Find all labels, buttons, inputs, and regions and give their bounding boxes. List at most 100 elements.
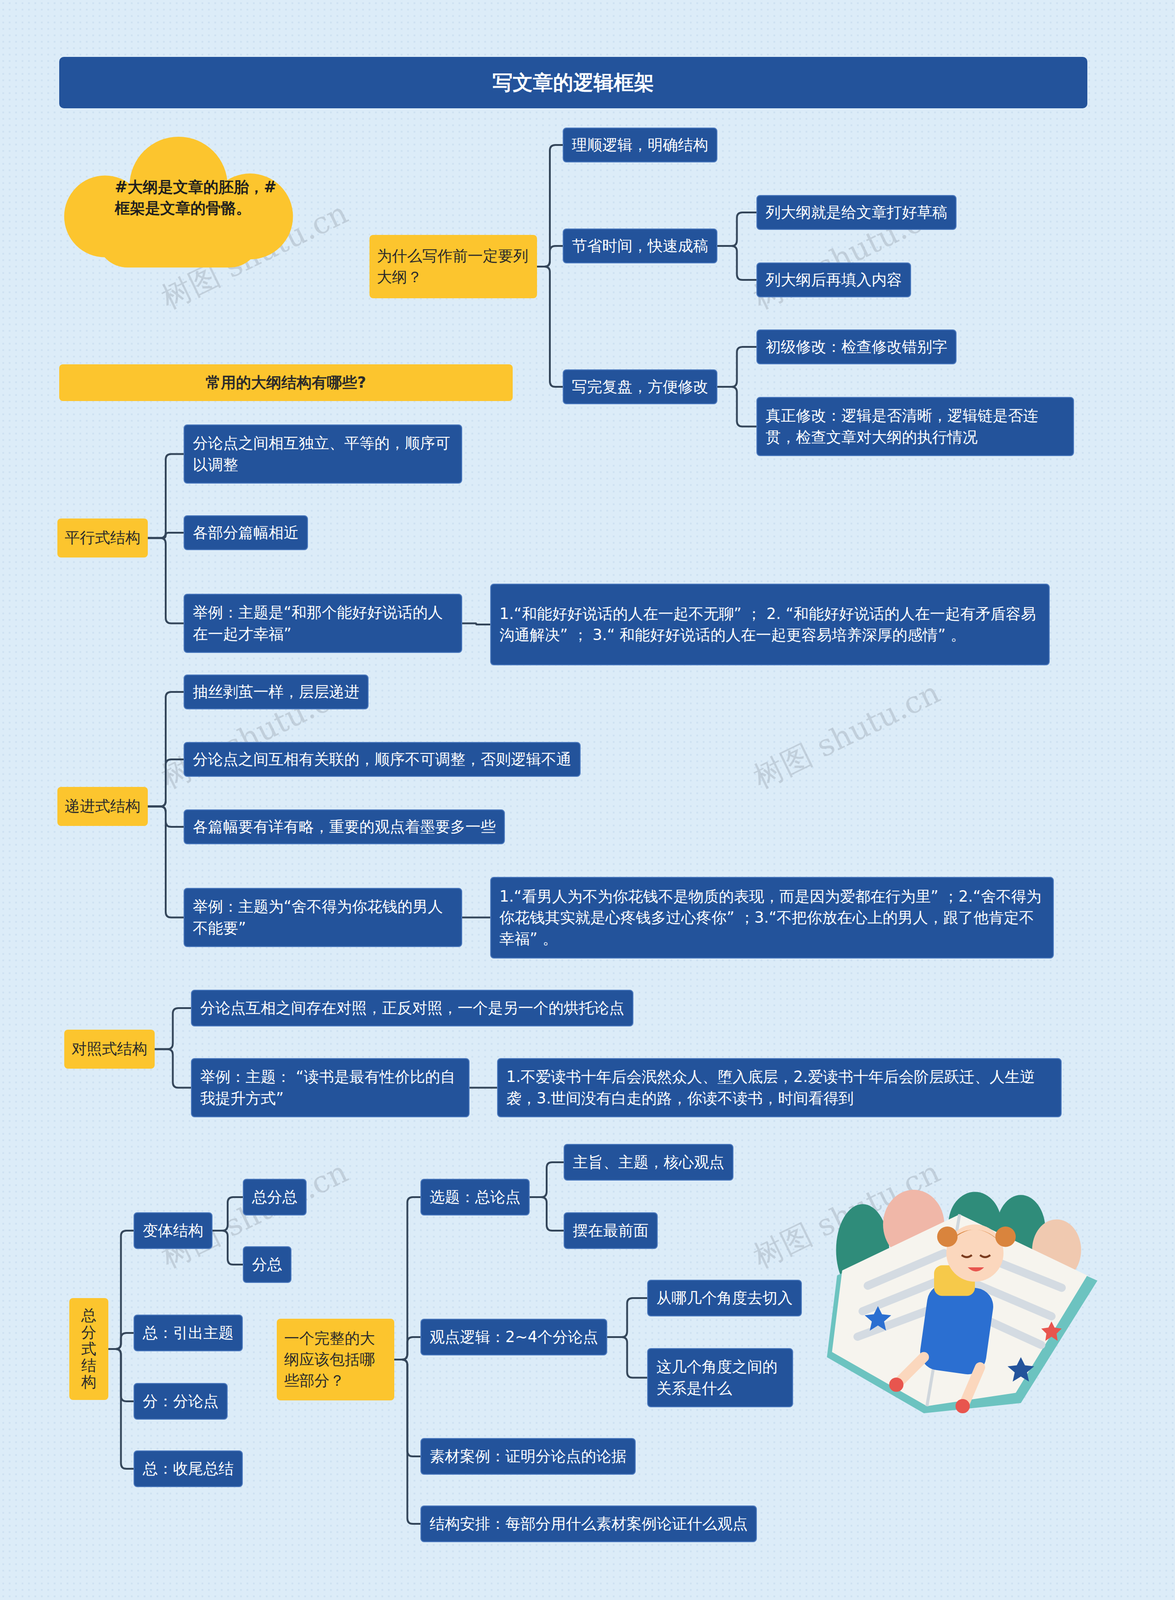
topic-box: 举例：主题为“舍不得为你花钱的男人不能要” (183, 888, 463, 948)
node-text: #大纲是文章的胚胎，#框架是文章的骨骼。 (114, 176, 278, 219)
node-text: 分论点互相之间存在对照，正反对照，一个是另一个的烘托论点 (200, 997, 625, 1019)
node-text: 选题：总论点 (429, 1186, 521, 1209)
node-text: 分论点之间互相有关联的，顺序不可调整，否则逻辑不通 (192, 749, 572, 771)
tree-connector (212, 1197, 243, 1231)
node-text: 分论点之间相互独立、平等的，顺序可以调整 (192, 432, 454, 476)
girl-on-book (827, 1190, 1098, 1414)
tree-connector (529, 1162, 564, 1198)
node-text: 平行式结构 (64, 527, 141, 549)
node-text: 变体结构 (142, 1220, 204, 1242)
node-text: 对照式结构 (71, 1038, 148, 1060)
question-box: 递进式结构 (57, 787, 148, 827)
topic-box: 总分总 (242, 1179, 307, 1216)
topic-box: 素材案例：证明分论点的论据 (420, 1438, 636, 1476)
node-text: 总：收尾总结 (142, 1458, 234, 1480)
node-text: 列大纲就是给文章打好草稿 (765, 201, 948, 224)
topic-box: 分总 (242, 1246, 292, 1284)
node-text: 各部分篇幅相近 (192, 522, 299, 544)
topic-box: 变体结构 (133, 1212, 213, 1250)
watermark: 树图 shutu.cn (746, 672, 947, 799)
tree-connector (469, 1087, 498, 1090)
node-text: 举例：主题： “读书是最有性价比的自我提升方式” (200, 1066, 461, 1109)
topic-box: 分：分论点 (133, 1383, 228, 1421)
topic-box: 举例：主题是“和那个能好好说话的人在一起才幸福” (183, 593, 463, 654)
topic-box: 列大纲后再填入内容 (756, 262, 912, 298)
tree-connector (108, 1230, 134, 1350)
question-box: 为什么写作前一定要列大纲？ (369, 235, 538, 299)
tree-connector (717, 346, 757, 387)
tree-connector (607, 1337, 648, 1379)
node-text: 一个完整的大纲应该包括哪些部分？ (284, 1328, 387, 1393)
node-text: 分总 (251, 1254, 283, 1276)
node-text: 总：引出主题 (142, 1322, 234, 1344)
topic-box: 各部分篇幅相近 (183, 515, 308, 551)
question-box: 对照式结构 (64, 1029, 155, 1069)
tree-connector (394, 1337, 421, 1360)
node-text: 这几个角度之间的关系是什么 (656, 1356, 784, 1399)
node-text: 理顺逻辑，明确结构 (571, 134, 709, 156)
topic-box: 真正修改：逻辑是否清晰，逻辑链是否连贯，检查文章对大纲的执行情况 (756, 397, 1075, 457)
node-text: 观点逻辑：2~4个分论点 (429, 1326, 599, 1349)
node-text: 1.“和能好好说话的人在一起不无聊” ； 2. “和能好好说话的人在一起有矛盾容… (499, 603, 1041, 646)
tree-connector (147, 692, 184, 807)
node-text: 从哪几个角度去切入 (656, 1287, 793, 1310)
topic-box: 各篇幅要有详有略，重要的观点着墨要多一些 (183, 809, 505, 845)
node-text: 常用的大纲结构有哪些? (205, 372, 366, 394)
topic-box: 分论点互相之间存在对照，正反对照，一个是另一个的烘托论点 (190, 990, 634, 1027)
tree-connector (108, 1349, 134, 1470)
topic-box: 抽丝剥茧一样，层层递进 (183, 674, 369, 710)
tree-connector (607, 1298, 648, 1338)
tree-connector (154, 1049, 191, 1089)
node-text: 分：分论点 (142, 1391, 219, 1413)
topic-box: 主旨、主题，核心观点 (563, 1144, 734, 1181)
node-text: 列大纲后再填入内容 (765, 269, 902, 291)
node-text: 举例：主题为“舍不得为你花钱的男人不能要” (192, 896, 454, 939)
tree-connector (462, 917, 491, 919)
node-text: 总分总 (251, 1186, 298, 1209)
topic-box: 初级修改：检查修改错别字 (756, 329, 957, 365)
node-text: 各篇幅要有详有略，重要的观点着墨要多一些 (192, 816, 496, 838)
node-text: 写完复盘，方便修改 (571, 376, 709, 398)
question-box: 平行式结构 (57, 518, 148, 558)
node-text: 总分式结构 (81, 1307, 97, 1391)
tree-connector (147, 538, 184, 624)
topic-box: 分论点之间相互独立、平等的，顺序可以调整 (183, 424, 463, 484)
vertical-label-box: 总分式结构 (69, 1298, 109, 1401)
node-text: 摆在最前面 (572, 1220, 649, 1242)
tree-connector (147, 759, 184, 807)
tree-connector (537, 246, 563, 267)
node-text: 真正修改：逻辑是否清晰，逻辑链是否连贯，检查文章对大纲的执行情况 (765, 405, 1065, 448)
topic-box: 总：收尾总结 (133, 1450, 243, 1488)
tree-connector (147, 454, 184, 539)
topic-box: 分论点之间互相有关联的，顺序不可调整，否则逻辑不通 (183, 742, 581, 778)
tree-connector (394, 1197, 421, 1360)
node-text: 1.不爱读书十年后会泯然众人、堕入底层，2.爱读书十年后会阶层跃迁、人生逆袭，3… (506, 1066, 1053, 1109)
tree-connector (462, 623, 491, 626)
topic-box: 理顺逻辑，明确结构 (562, 127, 718, 163)
topic-box: 总：引出主题 (133, 1314, 243, 1352)
node-text: 素材案例：证明分论点的论据 (429, 1446, 627, 1468)
topic-box: 1.不爱读书十年后会泯然众人、堕入底层，2.爱读书十年后会阶层跃迁、人生逆袭，3… (497, 1058, 1062, 1118)
topic-box: 1.“和能好好说话的人在一起不无聊” ； 2. “和能好好说话的人在一起有矛盾容… (490, 583, 1050, 666)
tree-connector (717, 386, 757, 427)
topic-box: 从哪几个角度去切入 (647, 1280, 802, 1317)
node-text: 结构安排：每部分用什么素材案例论证什么观点 (429, 1513, 748, 1535)
node-text: 1.“看男人为不为你花钱不是物质的表现，而是因为爱都在行为里” ；2.“舍不得为… (499, 886, 1045, 951)
node-text: 初级修改：检查修改错别字 (765, 336, 948, 358)
node-text: 节省时间，快速成稿 (571, 235, 709, 257)
topic-box: 举例：主题： “读书是最有性价比的自我提升方式” (190, 1058, 470, 1118)
topic-box: 选题：总论点 (420, 1179, 530, 1216)
node-text: 抽丝剥茧一样，层层递进 (192, 681, 360, 703)
tree-connector (529, 1197, 564, 1231)
tree-connector (212, 1230, 243, 1265)
tree-connector (147, 806, 184, 918)
tree-connector (537, 266, 563, 387)
node-text: 为什么写作前一定要列大纲？ (376, 245, 530, 288)
tree-connector (154, 1008, 191, 1050)
tree-connector (717, 212, 757, 247)
tree-connector (717, 246, 757, 280)
node-text: 举例：主题是“和那个能好好说话的人在一起才幸福” (192, 602, 454, 645)
question-box: 常用的大纲结构有哪些? (59, 364, 513, 402)
title-bar: 写文章的逻辑框架 (59, 56, 1088, 109)
